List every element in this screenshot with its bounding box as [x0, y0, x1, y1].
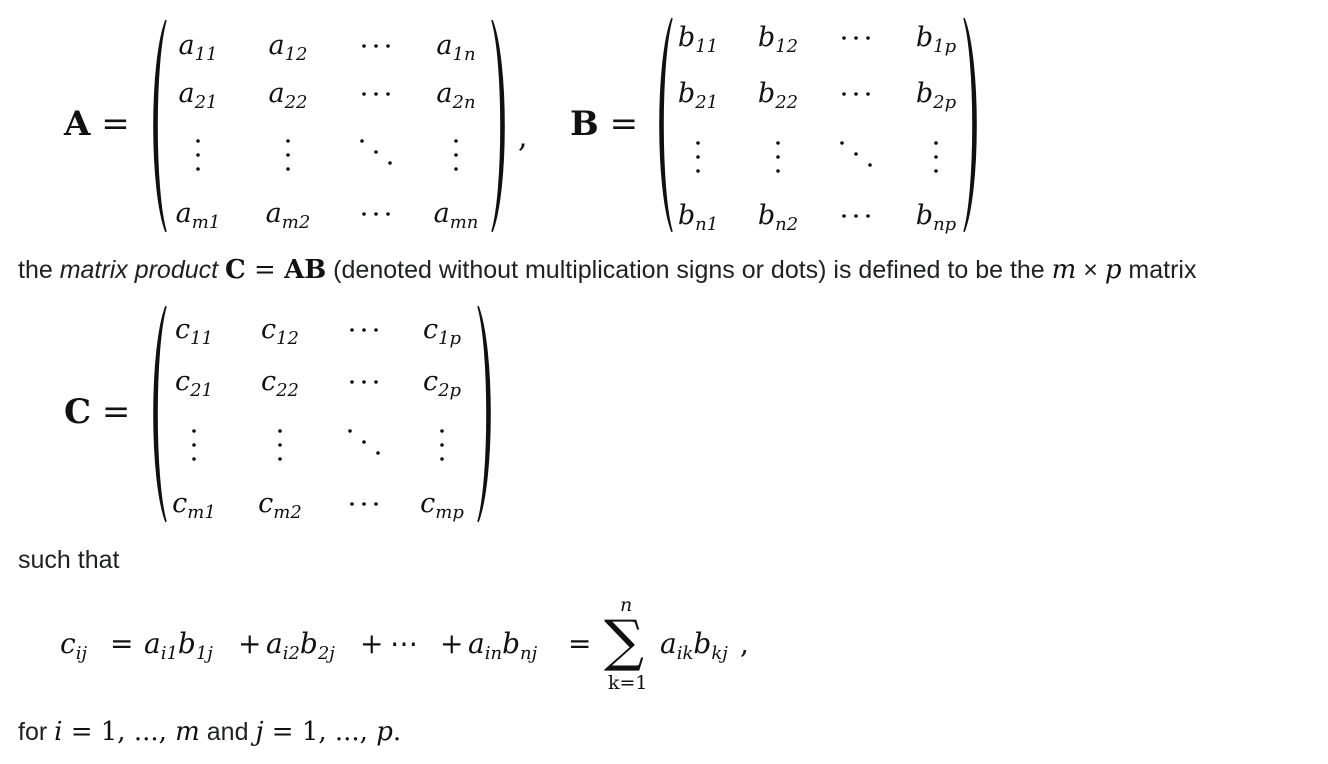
sigma-icon: ∑ — [604, 609, 644, 674]
vdots-icon — [696, 141, 700, 173]
matrix-entry: b12 — [757, 22, 799, 57]
matrix-a: a11 a12 a1n a21 a22 a2n am1 am2 amn — [144, 18, 514, 234]
matrix-c-equation: C = c11 c12 c1p c21 c22 c2p cm1 cm2 cmp — [60, 304, 520, 524]
such-that-text: such that — [18, 546, 120, 574]
matrix-entry: am1 — [175, 198, 221, 233]
matrix-entry: a21 — [178, 78, 218, 113]
formula-plus-2: + — [360, 627, 384, 660]
matrix-entry: a2n — [436, 78, 476, 113]
matrix-a-comma: , — [518, 120, 528, 155]
vdots-icon — [196, 139, 200, 171]
matrix-entry: c22 — [260, 366, 300, 401]
matrix-entry: cm2 — [258, 488, 302, 523]
ddots-icon — [360, 139, 392, 165]
matrix-a-equation: A = a11 a12 a1n a21 a22 a2n am1 am2 amn , — [60, 18, 530, 234]
matrix-entry: c21 — [174, 366, 214, 401]
matrix-entry: a11 — [178, 30, 218, 65]
formula-end-comma: , — [740, 627, 749, 660]
formula-term-1: ai1b1j — [144, 627, 213, 664]
matrix-entry: b22 — [757, 78, 799, 113]
formula-equals-1: = — [110, 627, 134, 660]
matrix-entry: amn — [433, 198, 479, 233]
matrix-entry: b2p — [915, 78, 957, 113]
matrix-c: c11 c12 c1p c21 c22 c2p cm1 cm2 cmp — [144, 304, 500, 524]
matrix-b-label: B = — [570, 104, 639, 144]
cdots-icon — [362, 92, 390, 96]
sum-upper-limit: n — [620, 594, 633, 616]
matrix-c-label: C = — [64, 392, 131, 432]
cdots-icon — [362, 212, 390, 216]
matrix-product-definition: the matrix product C = AB (denoted witho… — [18, 255, 1197, 285]
left-paren — [650, 16, 676, 234]
matrix-entry: a22 — [268, 78, 308, 113]
summation-formula: cij = ai1b1j + ai2b2j + ⋯ + ainbnj = n ∑… — [60, 594, 780, 696]
matrix-entry: c1p — [422, 314, 462, 349]
formula-equals-2: = — [568, 627, 592, 660]
matrix-entry: cm1 — [172, 488, 216, 523]
formula-sum-term: aikbkj — [660, 627, 728, 664]
cdots-icon — [842, 92, 870, 96]
cdots-icon — [350, 502, 378, 506]
matrix-entry: c12 — [260, 314, 300, 349]
matrix-entry: c2p — [422, 366, 462, 401]
vdots-icon — [278, 429, 282, 461]
ddots-icon — [348, 429, 380, 455]
vdots-icon — [440, 429, 444, 461]
sum-lower-limit: k=1 — [608, 672, 648, 694]
matrix-a-label: A = — [64, 104, 130, 144]
matrix-entry: am2 — [265, 198, 311, 233]
ddots-icon — [840, 141, 872, 167]
right-paren — [488, 18, 514, 234]
matrix-entry: c11 — [174, 314, 214, 349]
vdots-icon — [454, 139, 458, 171]
matrix-product-term: matrix product — [59, 256, 219, 284]
cdots-icon — [842, 214, 870, 218]
formula-plus-3: + — [440, 627, 464, 660]
index-range-text: for i = 1, ..., m and j = 1, ..., p. — [18, 717, 402, 747]
matrix-entry: b21 — [677, 78, 719, 113]
left-paren — [144, 18, 170, 234]
matrix-b-equation: B = b11 b12 b1p b21 b22 b2p bn1 bn2 bnp — [568, 16, 988, 234]
matrix-entry: b1p — [915, 22, 957, 57]
matrix-entry: bn1 — [677, 200, 719, 235]
right-paren — [960, 16, 986, 234]
cdots-icon — [350, 380, 378, 384]
left-paren — [144, 304, 170, 524]
cdots-icon — [842, 36, 870, 40]
cdots-icon — [362, 44, 390, 48]
matrix-entry: cmp — [420, 488, 464, 523]
matrix-entry: a12 — [268, 30, 308, 65]
vdots-icon — [776, 141, 780, 173]
vdots-icon — [286, 139, 290, 171]
formula-plus-1: + — [238, 627, 262, 660]
cdots-icon — [350, 328, 378, 332]
matrix-entry: bn2 — [757, 200, 799, 235]
vdots-icon — [934, 141, 938, 173]
matrix-entry: b11 — [677, 22, 719, 57]
vdots-icon — [192, 429, 196, 461]
matrix-entry: a1n — [436, 30, 476, 65]
formula-lhs: cij — [60, 627, 88, 664]
formula-ellipsis: ⋯ — [390, 627, 418, 660]
matrix-b: b11 b12 b1p b21 b22 b2p bn1 bn2 bnp — [650, 16, 986, 234]
formula-term-3: ainbnj — [468, 627, 538, 664]
matrix-entry: bnp — [915, 200, 957, 235]
right-paren — [474, 304, 500, 524]
formula-term-2: ai2b2j — [266, 627, 335, 664]
